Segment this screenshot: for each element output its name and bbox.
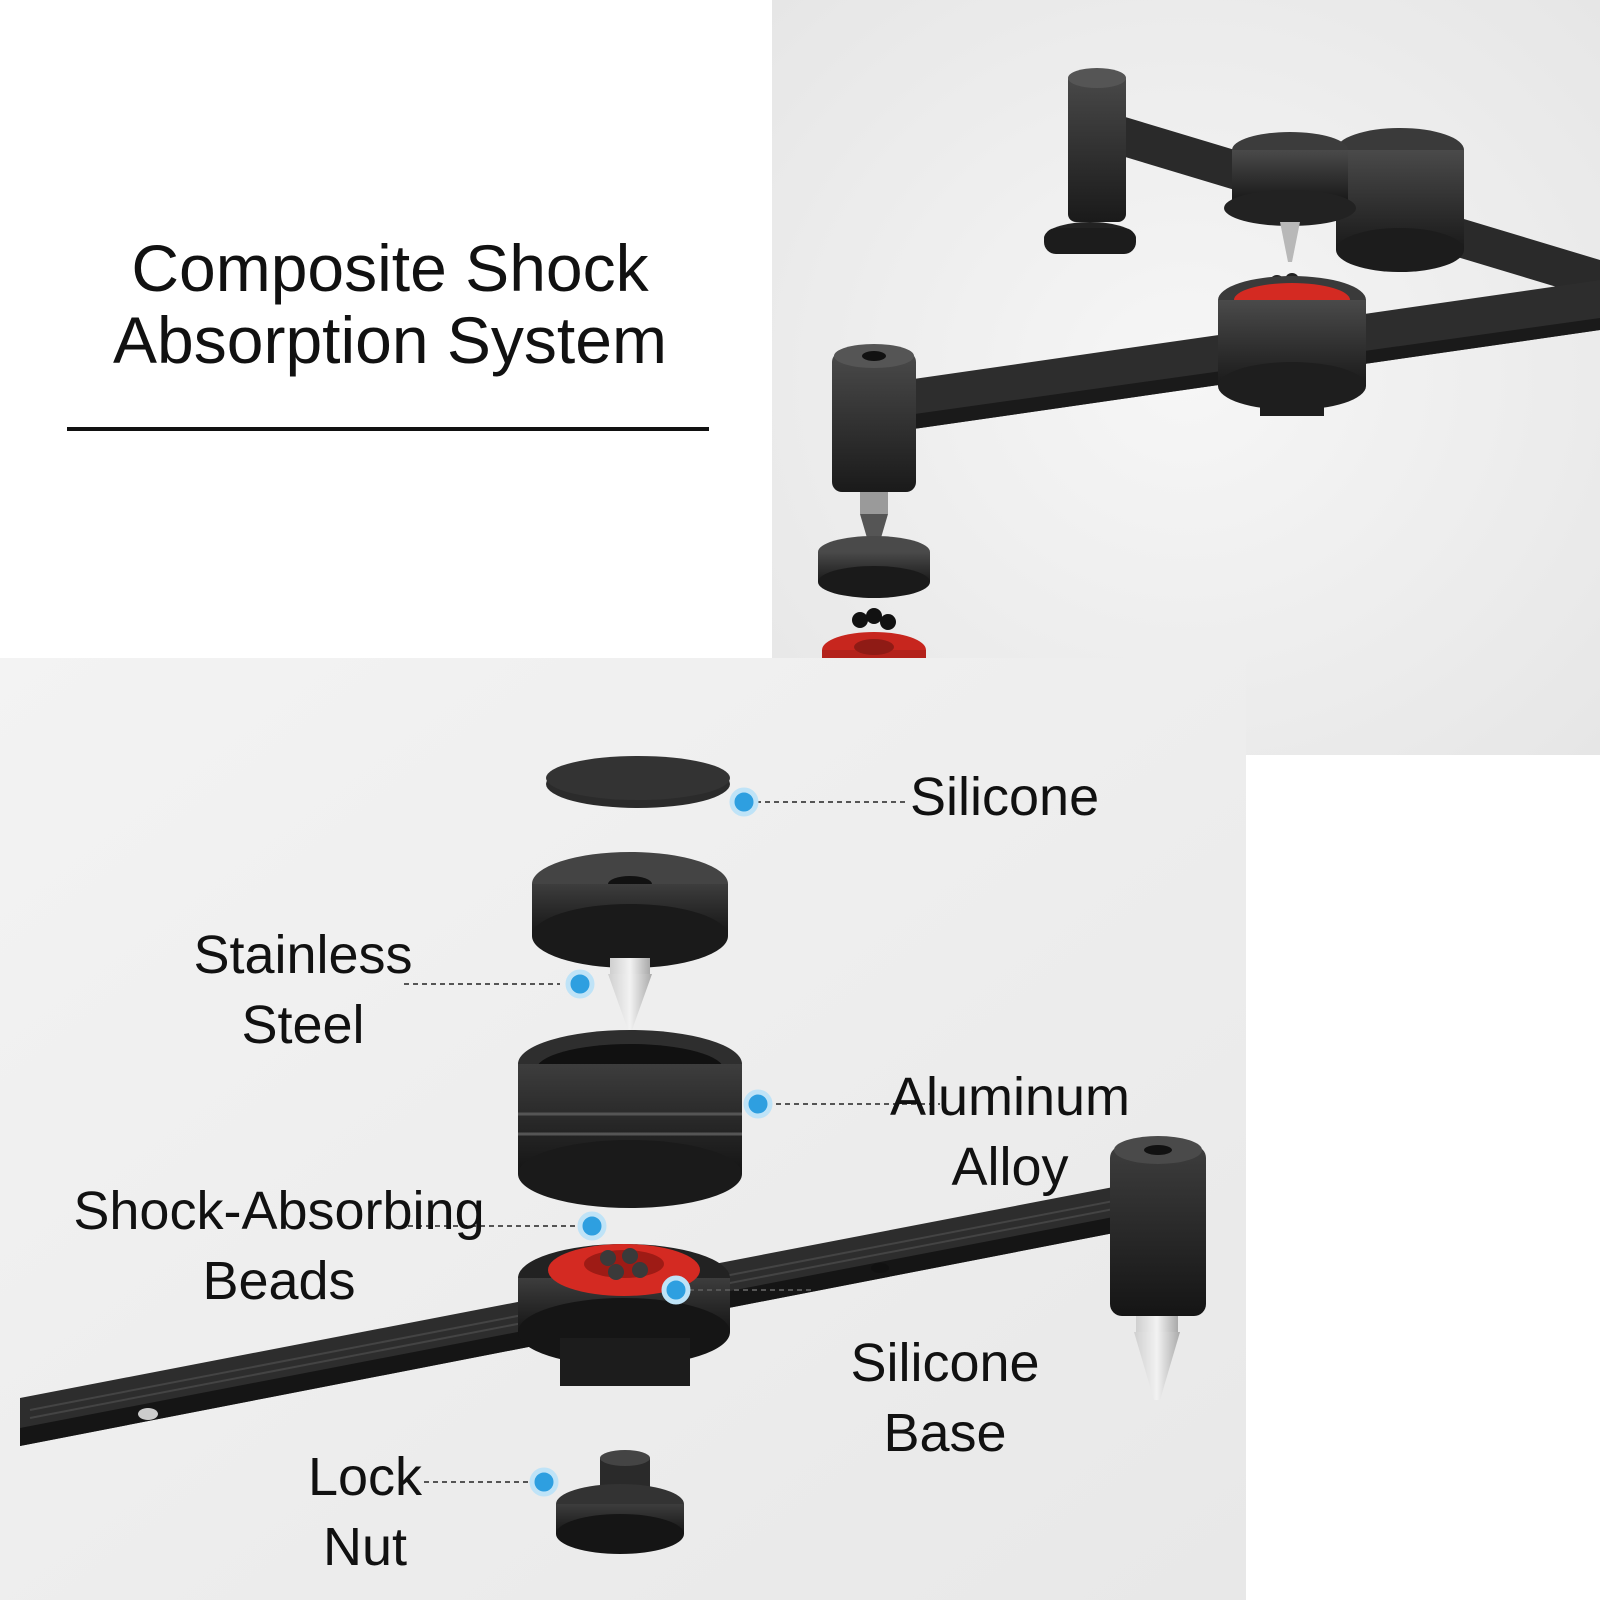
callout-dot-silicone-base xyxy=(661,1275,691,1305)
bead xyxy=(608,1264,624,1280)
label-silicone: Silicone xyxy=(910,762,1099,832)
label-aluminum-line2: Alloy xyxy=(951,1137,1069,1197)
title-line-2: Absorption System xyxy=(113,303,667,377)
label-silicone-base-line2: Base xyxy=(883,1403,1007,1463)
bead xyxy=(600,1250,616,1266)
callout-dot-beads xyxy=(577,1211,607,1241)
label-stainless-steel: Stainless Steel xyxy=(178,920,428,1060)
diagram-title: Composite Shock Absorption System xyxy=(40,232,740,376)
label-beads-line1: Shock-Absorbing xyxy=(73,1181,485,1241)
callout-dot-silicone xyxy=(729,787,759,817)
label-lock-nut: Lock Nut xyxy=(280,1442,450,1582)
bead xyxy=(622,1248,638,1264)
label-silicone-base-line1: Silicone xyxy=(850,1333,1040,1393)
title-line-1: Composite Shock xyxy=(131,231,649,305)
label-stainless-line2: Steel xyxy=(241,995,365,1055)
label-shock-absorbing-beads: Shock-Absorbing Beads xyxy=(44,1176,514,1316)
label-beads-line2: Beads xyxy=(202,1251,356,1311)
callout-dot-aluminum-alloy xyxy=(743,1089,773,1119)
label-lock-nut-line2: Nut xyxy=(322,1517,408,1577)
callout-dot-stainless-steel xyxy=(565,969,595,999)
label-aluminum-line1: Aluminum xyxy=(889,1067,1131,1127)
label-aluminum-alloy: Aluminum Alloy xyxy=(870,1062,1150,1202)
bead xyxy=(632,1262,648,1278)
title-underline xyxy=(67,427,709,431)
callout-dot-lock-nut xyxy=(529,1467,559,1497)
label-silicone-text: Silicone xyxy=(910,767,1100,827)
label-stainless-line1: Stainless xyxy=(193,925,413,985)
label-silicone-base: Silicone Base xyxy=(830,1328,1060,1468)
assembled-stand-photo xyxy=(772,0,1600,755)
exploded-view-photo xyxy=(0,658,1246,1600)
label-lock-nut-line1: Lock xyxy=(307,1447,423,1507)
